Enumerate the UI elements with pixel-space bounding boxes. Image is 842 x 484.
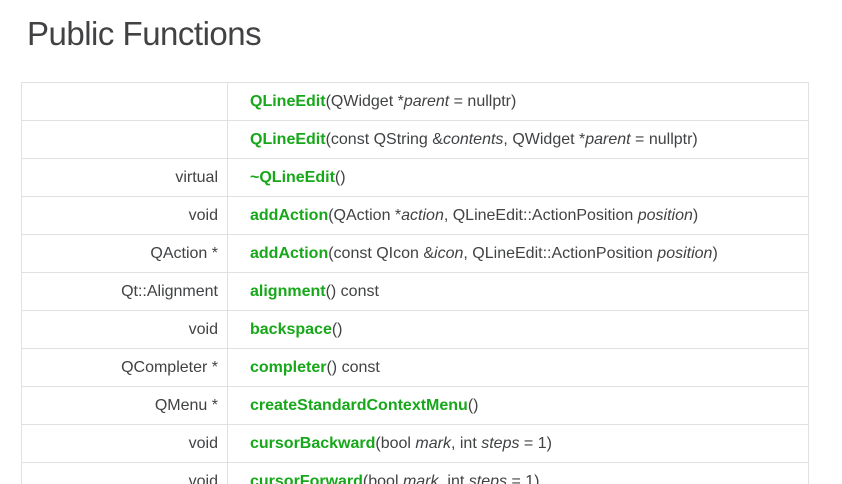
function-name-link[interactable]: backspace (250, 320, 332, 338)
function-name-link[interactable]: ~QLineEdit (250, 168, 335, 186)
signature-text: (bool mark, int steps = 1) (362, 472, 540, 484)
function-name-link[interactable]: QLineEdit (250, 130, 326, 148)
signature-text: () (467, 396, 479, 414)
signature-text: (QAction *action, QLineEdit::ActionPosit… (328, 206, 699, 224)
function-row: Qt::Alignment alignment() const (21, 272, 809, 311)
signature-text: (bool mark, int steps = 1) (375, 434, 552, 452)
signature-text: () (334, 168, 346, 186)
function-name-link[interactable]: createStandardContextMenu (250, 396, 468, 414)
signature-cell: addAction(QAction *action, QLineEdit::Ac… (227, 196, 809, 235)
signature-text: (const QString &contents, QWidget *paren… (325, 130, 698, 148)
return-type-cell: QMenu * (21, 386, 228, 425)
signature-cell: QLineEdit(QWidget *parent = nullptr) (227, 82, 809, 121)
function-name-link[interactable]: cursorForward (250, 472, 363, 484)
signature-cell: completer() const (227, 348, 809, 387)
functions-table-body: QLineEdit(QWidget *parent = nullptr) QLi… (21, 82, 809, 484)
function-name-link[interactable]: completer (250, 358, 327, 376)
function-row: QCompleter * completer() const (21, 348, 809, 387)
function-row: QMenu * createStandardContextMenu() (21, 386, 809, 425)
function-row: QLineEdit(QWidget *parent = nullptr) (21, 82, 809, 121)
signature-cell: backspace() (227, 310, 809, 349)
function-row: void cursorBackward(bool mark, int steps… (21, 424, 809, 463)
function-name-link[interactable]: QLineEdit (250, 92, 326, 110)
function-row: virtual ~QLineEdit() (21, 158, 809, 197)
function-row: void addAction(QAction *action, QLineEdi… (21, 196, 809, 235)
return-type-cell: QCompleter * (21, 348, 228, 387)
public-functions-table: QLineEdit(QWidget *parent = nullptr) QLi… (21, 82, 809, 484)
function-name-link[interactable]: addAction (250, 206, 329, 224)
return-type-cell: QAction * (21, 234, 228, 273)
function-row: QLineEdit(const QString &contents, QWidg… (21, 120, 809, 159)
signature-cell: createStandardContextMenu() (227, 386, 809, 425)
function-name-link[interactable]: addAction (250, 244, 329, 262)
page-title: Public Functions (27, 15, 262, 52)
return-type-cell (21, 120, 228, 159)
signature-text: () const (325, 282, 379, 300)
function-row: void cursorForward(bool mark, int steps … (21, 462, 809, 484)
return-type-cell: void (21, 462, 228, 484)
return-type-cell (21, 82, 228, 121)
function-name-link[interactable]: cursorBackward (250, 434, 376, 452)
signature-cell: QLineEdit(const QString &contents, QWidg… (227, 120, 809, 159)
function-row: QAction * addAction(const QIcon &icon, Q… (21, 234, 809, 273)
return-type-cell: virtual (21, 158, 228, 197)
signature-cell: cursorBackward(bool mark, int steps = 1) (227, 424, 809, 463)
signature-cell: cursorForward(bool mark, int steps = 1) (227, 462, 809, 484)
function-name-link[interactable]: alignment (250, 282, 326, 300)
function-row: void backspace() (21, 310, 809, 349)
signature-text: (const QIcon &icon, QLineEdit::ActionPos… (328, 244, 718, 262)
return-type-cell: Qt::Alignment (21, 272, 228, 311)
return-type-cell: void (21, 196, 228, 235)
signature-text: () const (326, 358, 380, 376)
signature-cell: ~QLineEdit() (227, 158, 809, 197)
return-type-cell: void (21, 424, 228, 463)
signature-cell: alignment() const (227, 272, 809, 311)
signature-text: (QWidget *parent = nullptr) (325, 92, 517, 110)
signature-text: () (331, 320, 343, 338)
return-type-cell: void (21, 310, 228, 349)
signature-cell: addAction(const QIcon &icon, QLineEdit::… (227, 234, 809, 273)
